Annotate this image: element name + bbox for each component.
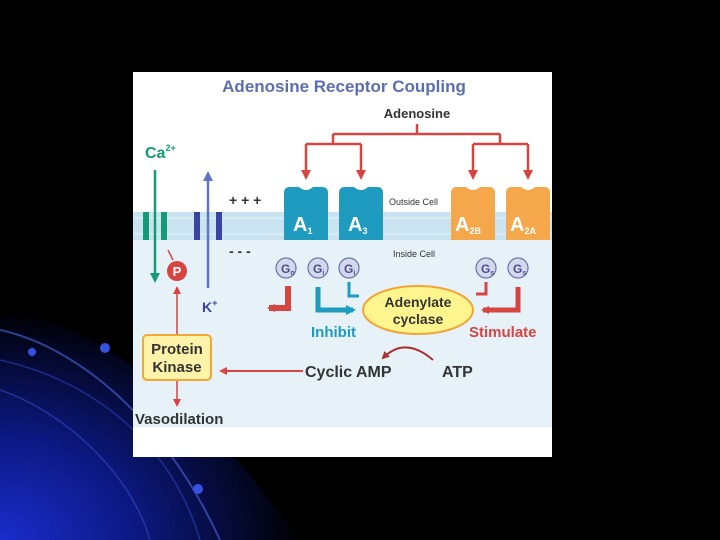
g-protein-go: Go bbox=[276, 258, 296, 278]
stimulate-label: Stimulate bbox=[469, 324, 537, 341]
calcium-channel-left bbox=[143, 212, 149, 240]
adenylate-cyclase-line1: Adenylate bbox=[385, 294, 452, 310]
adenosine-label: Adenosine bbox=[384, 106, 450, 121]
outside-charge-label: + + + bbox=[229, 192, 261, 208]
g-protein-gs-1: Gs bbox=[476, 258, 496, 278]
receptor-a2a: A2A bbox=[506, 187, 550, 240]
diagram-title: Adenosine Receptor Coupling bbox=[222, 77, 466, 96]
phospho-label: P bbox=[173, 264, 182, 279]
g-protein-gi-1: Gi bbox=[308, 258, 328, 278]
g-protein-gs-2: Gs bbox=[508, 258, 528, 278]
calcium-channel-right bbox=[161, 212, 167, 240]
inside-cell-label: Inside Cell bbox=[393, 249, 435, 259]
protein-kinase-line2: Kinase bbox=[152, 359, 201, 376]
adenylate-cyclase-line2: cyclase bbox=[393, 311, 444, 327]
receptor-a2b: A2B bbox=[451, 187, 495, 240]
receptor-a1: A1 bbox=[284, 187, 328, 240]
potassium-channel-right bbox=[216, 212, 222, 240]
atp-label: ATP bbox=[442, 364, 473, 381]
g-protein-gi-2: Gi bbox=[339, 258, 359, 278]
protein-kinase-line1: Protein bbox=[151, 341, 203, 358]
inside-charge-label: - - - bbox=[229, 243, 251, 259]
inhibit-label: Inhibit bbox=[311, 324, 356, 341]
cyclic-amp-label: Cyclic AMP bbox=[305, 364, 392, 381]
vasodilation-label: Vasodilation bbox=[135, 411, 223, 428]
potassium-channel-left bbox=[194, 212, 200, 240]
diagram-figure: Adenosine Receptor Coupling Adenosine Ca… bbox=[133, 72, 552, 457]
outside-cell-label: Outside Cell bbox=[389, 197, 438, 207]
receptor-a3: A3 bbox=[339, 187, 383, 240]
